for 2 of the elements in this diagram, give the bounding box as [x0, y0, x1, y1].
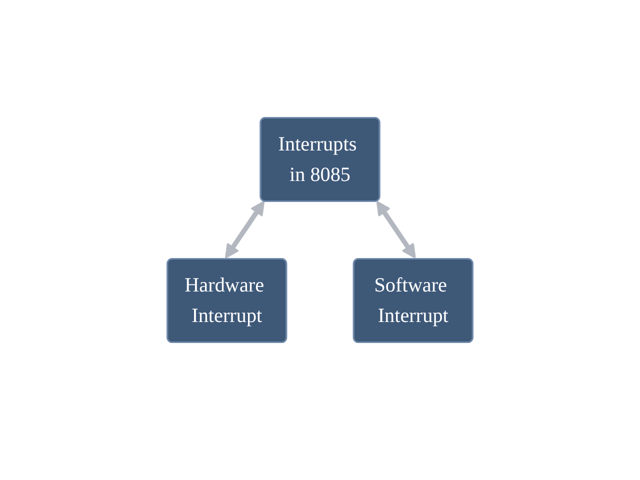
arrow — [225, 200, 265, 258]
arrow — [376, 200, 416, 258]
